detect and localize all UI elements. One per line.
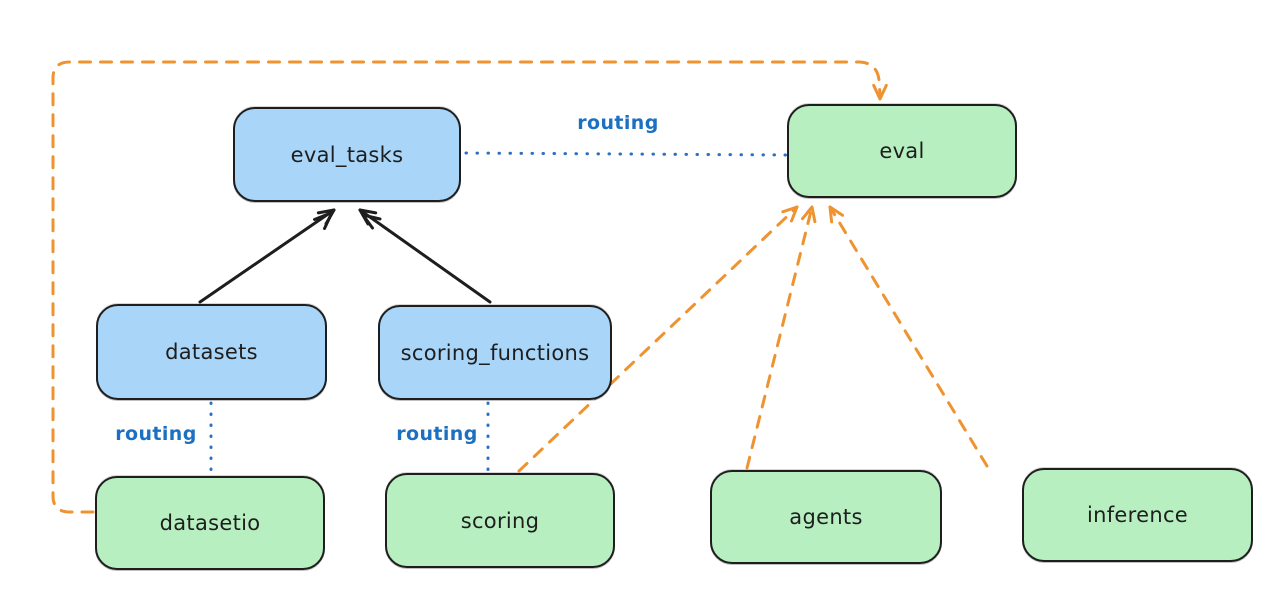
node-eval-tasks: eval_tasks [233, 107, 461, 202]
edge-label-routing-eval-tasks-eval: routing [577, 112, 659, 134]
node-inference: inference [1022, 468, 1253, 562]
node-eval: eval [787, 104, 1017, 198]
node-eval-label: eval [879, 139, 925, 163]
edge-datasets-to-eval-tasks [198, 208, 336, 304]
edge-agents-to-eval [745, 205, 817, 470]
node-agents: agents [710, 470, 942, 564]
node-scoring: scoring [385, 473, 615, 568]
node-datasetio: datasetio [95, 476, 325, 570]
node-agents-label: agents [789, 505, 863, 529]
node-datasets: datasets [96, 304, 327, 400]
edge-label-routing-datasets-datasetio: routing [115, 423, 197, 445]
edge-label-routing-scoring-functions-scoring: routing [396, 423, 478, 445]
node-datasets-label: datasets [165, 340, 258, 364]
edge-inference-to-eval [828, 205, 989, 468]
node-scoring-functions-label: scoring_functions [400, 340, 590, 365]
node-datasetio-label: datasetio [159, 511, 261, 535]
node-scoring-functions: scoring_functions [378, 305, 612, 400]
edge-scoring-functions-to-eval-tasks [358, 208, 492, 304]
node-inference-label: inference [1086, 503, 1189, 527]
edge-eval-tasks-to-eval [464, 151, 788, 157]
node-eval-tasks-label: eval_tasks [290, 142, 404, 167]
node-scoring-label: scoring [460, 508, 540, 533]
